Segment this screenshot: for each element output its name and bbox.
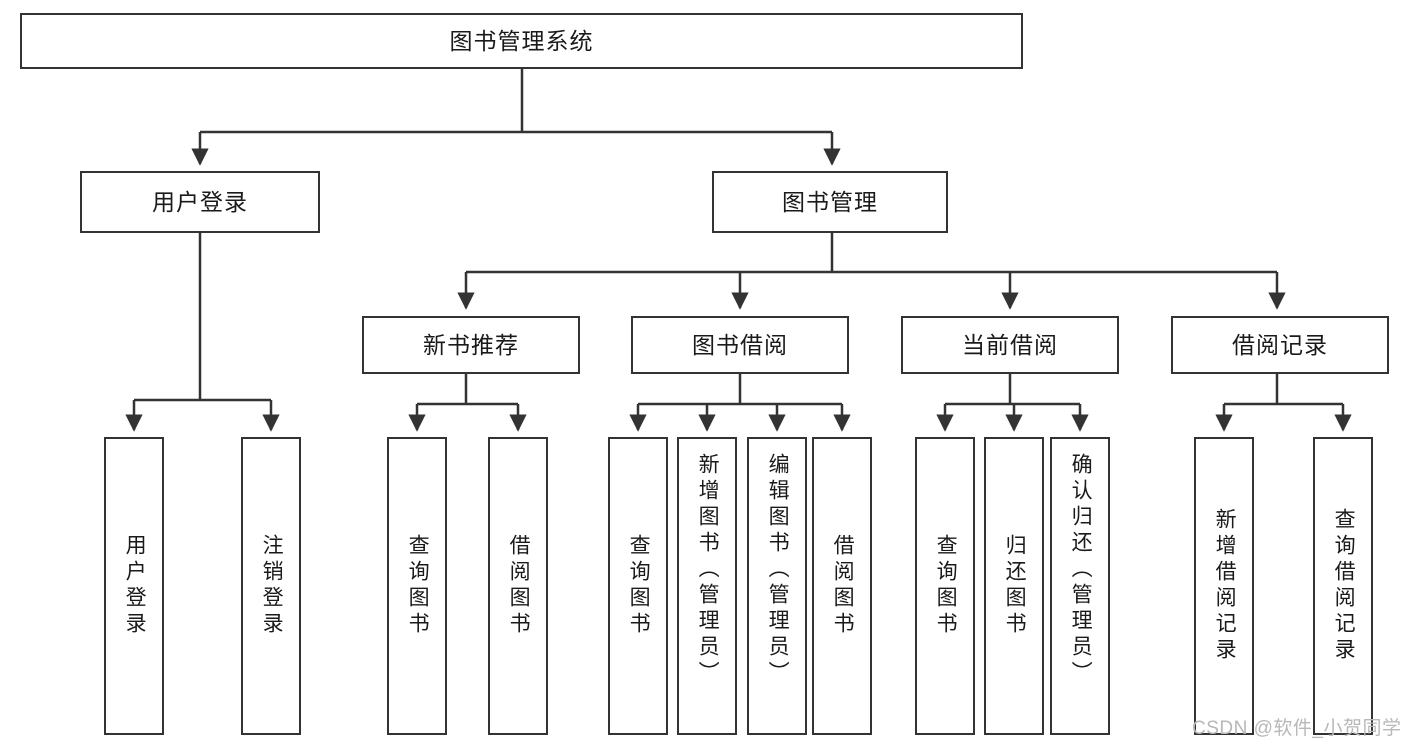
node-book-borrow[interactable]: 图书借阅 bbox=[631, 316, 849, 374]
node-book-manage-label: 图书管理 bbox=[782, 188, 878, 215]
leaf-return-book-label: 归还图书 bbox=[1003, 534, 1027, 638]
leaf-query-book-2[interactable]: 查询图书 bbox=[608, 437, 668, 735]
leaf-query-record-label: 查询借阅记录 bbox=[1332, 508, 1356, 664]
node-root-label: 图书管理系统 bbox=[449, 27, 594, 54]
node-root[interactable]: 图书管理系统 bbox=[20, 13, 1023, 69]
leaf-borrow-book-2-label: 借阅图书 bbox=[831, 534, 855, 638]
leaf-add-book-label: 新增图书（管理员） bbox=[696, 453, 720, 687]
node-current-borrow[interactable]: 当前借阅 bbox=[901, 316, 1119, 374]
leaf-query-book-3[interactable]: 查询图书 bbox=[915, 437, 975, 735]
leaf-add-book[interactable]: 新增图书（管理员） bbox=[677, 437, 737, 735]
leaf-user-login[interactable]: 用户登录 bbox=[104, 437, 164, 735]
node-user-login[interactable]: 用户登录 bbox=[80, 171, 320, 233]
node-book-manage[interactable]: 图书管理 bbox=[712, 171, 948, 233]
leaf-borrow-book-1[interactable]: 借阅图书 bbox=[488, 437, 548, 735]
leaf-user-login-label: 用户登录 bbox=[123, 534, 147, 638]
node-user-login-label: 用户登录 bbox=[152, 188, 248, 215]
leaf-query-book-1-label: 查询图书 bbox=[406, 534, 430, 638]
node-borrow-record[interactable]: 借阅记录 bbox=[1171, 316, 1389, 374]
node-borrow-record-label: 借阅记录 bbox=[1232, 331, 1328, 358]
leaf-query-record[interactable]: 查询借阅记录 bbox=[1313, 437, 1373, 735]
node-current-borrow-label: 当前借阅 bbox=[962, 331, 1058, 358]
leaf-edit-book-label: 编辑图书（管理员） bbox=[766, 453, 790, 687]
leaf-return-book[interactable]: 归还图书 bbox=[984, 437, 1044, 735]
leaf-add-record-label: 新增借阅记录 bbox=[1213, 508, 1237, 664]
leaf-add-record[interactable]: 新增借阅记录 bbox=[1194, 437, 1254, 735]
leaf-logout[interactable]: 注销登录 bbox=[241, 437, 301, 735]
leaf-logout-label: 注销登录 bbox=[260, 534, 284, 638]
node-new-book-rec-label: 新书推荐 bbox=[423, 331, 519, 358]
node-new-book-rec[interactable]: 新书推荐 bbox=[362, 316, 580, 374]
leaf-confirm-return[interactable]: 确认归还（管理员） bbox=[1050, 437, 1110, 735]
leaf-edit-book[interactable]: 编辑图书（管理员） bbox=[747, 437, 807, 735]
leaf-query-book-1[interactable]: 查询图书 bbox=[387, 437, 447, 735]
leaf-confirm-return-label: 确认归还（管理员） bbox=[1069, 453, 1093, 687]
node-book-borrow-label: 图书借阅 bbox=[692, 331, 788, 358]
leaf-query-book-3-label: 查询图书 bbox=[934, 534, 958, 638]
leaf-query-book-2-label: 查询图书 bbox=[627, 534, 651, 638]
leaf-borrow-book-1-label: 借阅图书 bbox=[507, 534, 531, 638]
csdn-watermark: CSDN @软件_小贺同学 bbox=[1192, 718, 1402, 739]
leaf-borrow-book-2[interactable]: 借阅图书 bbox=[812, 437, 872, 735]
